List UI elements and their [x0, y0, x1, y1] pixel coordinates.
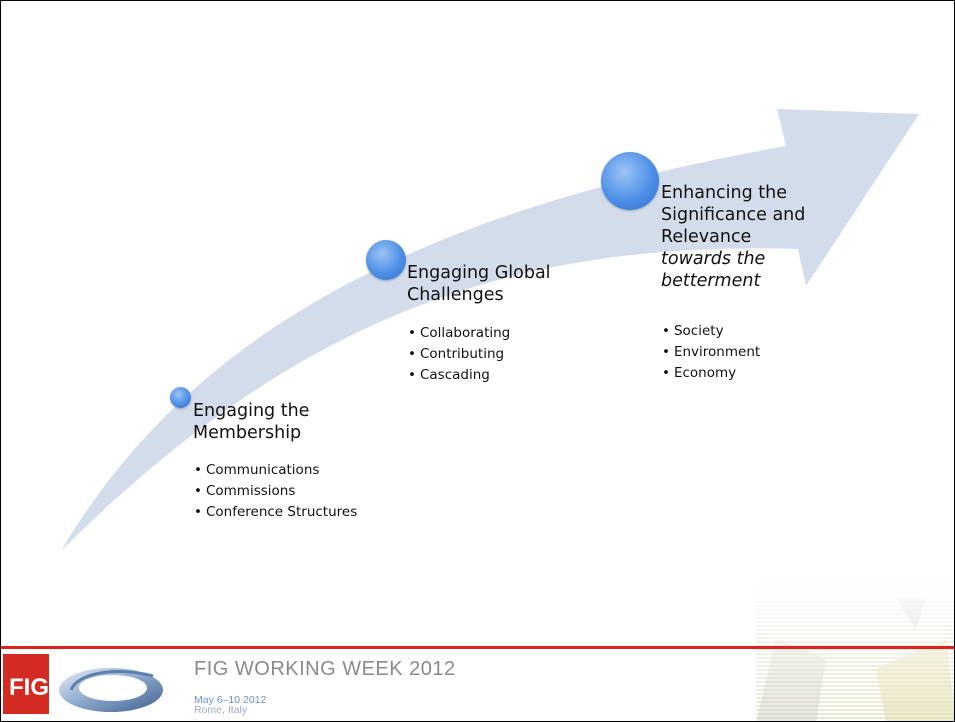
event-date: May 6–10 2012 Rome, Italy	[194, 694, 267, 716]
bullet-item: Conference Structures	[194, 502, 357, 523]
footer-divider	[1, 646, 954, 649]
corner-photo-icon	[756, 579, 954, 721]
bullet-item: Cascading	[408, 365, 510, 386]
stage-1-title: Engaging the Membership	[193, 400, 309, 444]
stage-2-title: Engaging Global Challenges	[407, 262, 551, 306]
fig-logo-text: FIG	[9, 674, 49, 701]
stage-dot-icon	[601, 152, 659, 210]
stage-2-title-line: Engaging Global	[407, 263, 551, 283]
stage-2-bullets: Collaborating Contributing Cascading	[408, 323, 510, 386]
stage-3-title-line: Relevance	[661, 227, 752, 247]
stage-3-title-line: Enhancing the	[661, 183, 788, 203]
bullet-item: Collaborating	[408, 323, 510, 344]
stage-dot-icon	[170, 387, 191, 408]
stage-3-italic-line: towards the	[661, 249, 766, 269]
event-date-line: May 6–10 2012	[194, 694, 267, 706]
bullet-item: Communications	[194, 460, 357, 481]
event-title: FIG WORKING WEEK 2012	[194, 658, 456, 680]
stage-1-bullets: Communications Commissions Conference St…	[194, 460, 357, 523]
stage-3-bullets: Society Environment Economy	[662, 321, 760, 384]
bullet-item: Contributing	[408, 344, 510, 365]
stage-3-title-line: Significance and	[661, 205, 806, 225]
stage-dot-icon	[366, 240, 406, 280]
stage-1-title-line: Engaging the	[193, 401, 310, 421]
stage-2-title-line: Challenges	[407, 285, 504, 305]
event-place-line: Rome, Italy	[194, 704, 248, 716]
stage-3-title: Enhancing the Significance and Relevance…	[661, 182, 805, 292]
bullet-item: Environment	[662, 342, 760, 363]
colosseum-logo-icon	[59, 668, 163, 712]
bullet-item: Economy	[662, 363, 760, 384]
stage-1-title-line: Membership	[193, 423, 302, 443]
fig-logo: FIG	[3, 654, 49, 714]
stage-3-italic-line: betterment	[661, 271, 761, 291]
bullet-item: Society	[662, 321, 760, 342]
bullet-item: Commissions	[194, 481, 357, 502]
